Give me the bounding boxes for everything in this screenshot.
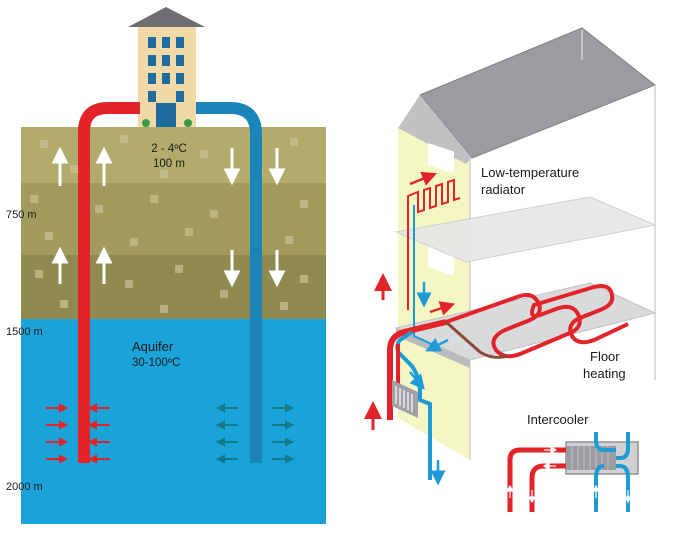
floor-heating-label-line2: heating — [583, 366, 626, 381]
bush-icon — [184, 119, 192, 127]
aquifer-temp-label: 30-100ºC — [132, 357, 181, 369]
house-frame — [469, 30, 656, 460]
bush-icon — [142, 119, 150, 127]
floor-heating-return — [445, 320, 509, 359]
building-roof — [128, 7, 205, 27]
house-roof-edge — [398, 95, 472, 164]
intercooler-hot-out — [529, 463, 566, 512]
soil-layer-bottom — [21, 255, 326, 319]
house-flow-arrows — [364, 273, 456, 486]
intercooler-label: Intercooler — [527, 412, 589, 427]
depth-label-1500: 1500 m — [6, 326, 43, 338]
building — [128, 7, 205, 127]
hot-production-pipe — [78, 102, 140, 463]
building-door — [156, 103, 176, 127]
intercooler-cold-in — [594, 432, 616, 452]
surface-temp-label: 2 - 4ºC — [151, 143, 187, 155]
aquifer-layer — [21, 319, 326, 524]
floor-heating-coil — [445, 284, 629, 359]
intercooler-cold-line — [616, 432, 630, 460]
cold-injection-pipe — [196, 102, 262, 463]
intercooler-cold-out — [616, 464, 630, 512]
floor-heating-label-line1: Floor — [590, 349, 620, 364]
flow-arrows-down — [223, 148, 286, 288]
depth-label-2000: 2000 m — [6, 481, 43, 493]
radiator-label-line2: radiator — [481, 182, 526, 197]
depth-label-750: 750 m — [6, 209, 37, 221]
upper-floor-slab — [394, 196, 657, 263]
aquifer-outflow-arrows — [215, 403, 295, 464]
aquifer-name-label: Aquifer — [132, 339, 174, 354]
intercooler-cold-out-2 — [594, 464, 605, 512]
aquifer-inflow-arrows — [46, 403, 110, 464]
radiator-coil — [407, 178, 461, 310]
intercooler-hot-in — [507, 447, 566, 512]
house-supply-pipe — [387, 319, 447, 420]
soil-layer-middle — [21, 183, 326, 255]
radiator-label-line1: Low-temperature — [481, 165, 580, 180]
soil-speckles — [30, 135, 308, 313]
window — [428, 143, 454, 174]
building-windows — [148, 37, 184, 102]
house-cutaway — [394, 27, 657, 460]
surface-depth-label: 100 m — [153, 158, 185, 170]
flow-arrows-up — [51, 146, 113, 284]
intercooler-schematic — [505, 432, 639, 512]
radiator-arrow — [409, 171, 437, 186]
ground-section — [21, 127, 326, 524]
